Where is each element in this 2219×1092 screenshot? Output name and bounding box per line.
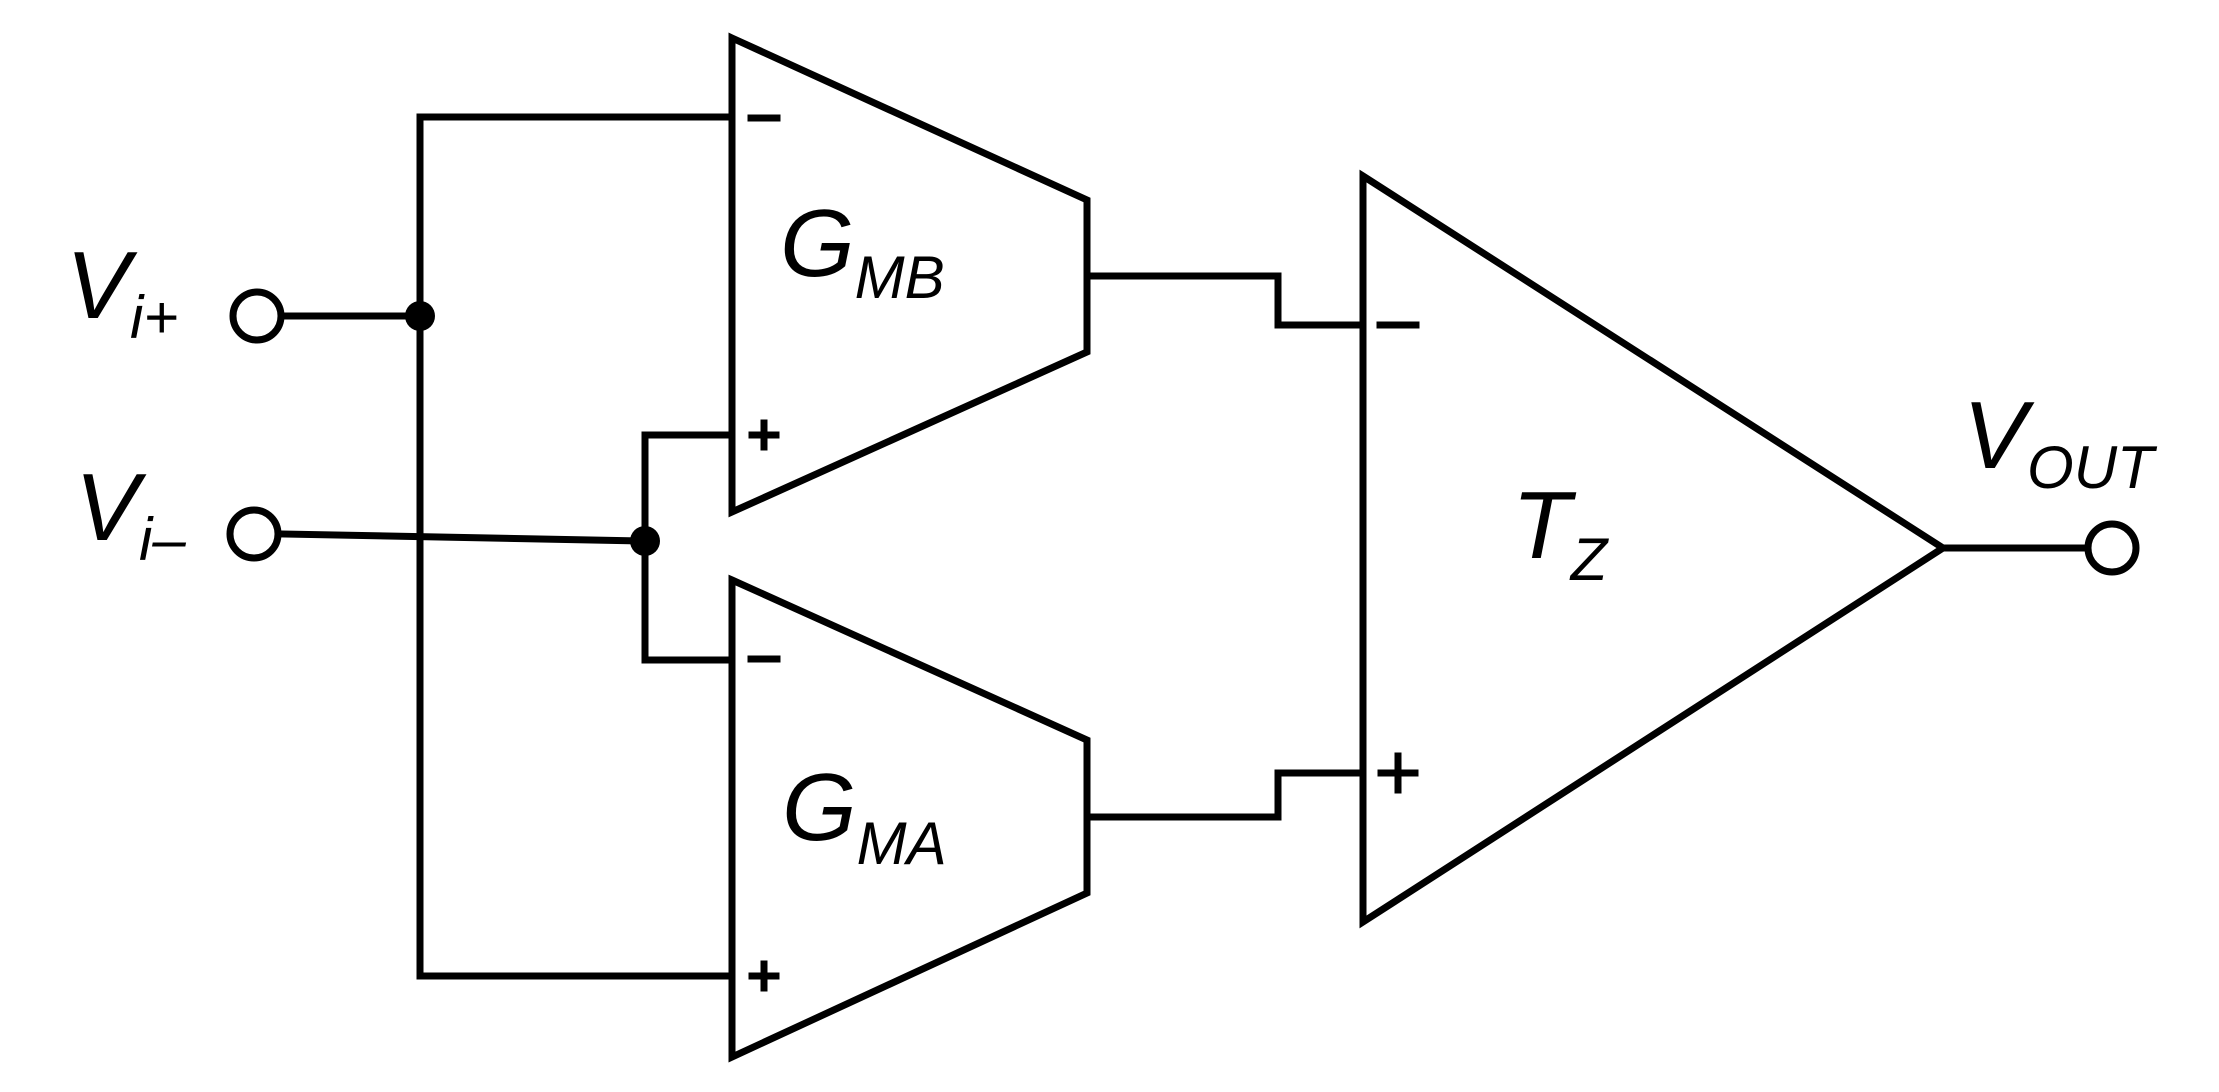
- gmb-plus-sign: [748, 419, 780, 451]
- wire-gma-out-to-tz-plus: [1083, 769, 1367, 821]
- gma-plus-sign: [748, 960, 780, 992]
- label-vin-minus: Vi–: [75, 454, 186, 573]
- label-gma: GMA: [782, 754, 947, 877]
- tz-plus-sign: [1377, 752, 1419, 794]
- junction-vin-minus: [630, 526, 660, 556]
- wire-vin-plus-trunk: [416, 113, 736, 980]
- label-gmb: GMB: [780, 190, 945, 311]
- terminal-vout: [2084, 520, 2140, 576]
- gmb-transconductor: [728, 32, 1091, 518]
- tz-transimpedance-amplifier: [1359, 169, 1950, 929]
- label-vout: VOUT: [1963, 382, 2158, 501]
- label-tz: TZ: [1512, 472, 1610, 593]
- terminal-vin-minus: [226, 506, 282, 562]
- terminal-vin-plus: [229, 288, 285, 344]
- junction-vin-plus: [405, 301, 435, 331]
- label-vin-plus: Vi+: [66, 232, 178, 351]
- gma-transconductor: [728, 574, 1091, 1063]
- wire-vin-minus: [278, 530, 649, 545]
- wire-gmb-out-to-tz-minus: [1083, 272, 1367, 329]
